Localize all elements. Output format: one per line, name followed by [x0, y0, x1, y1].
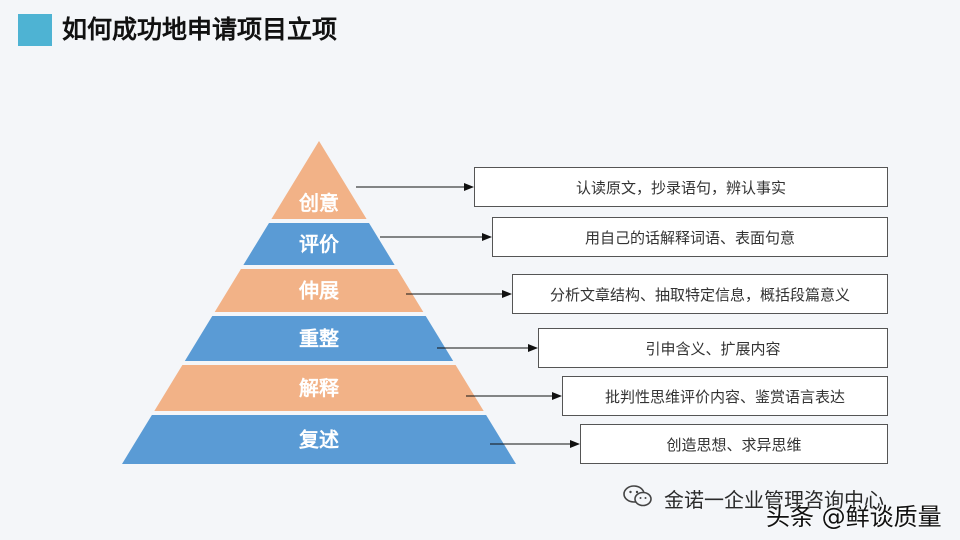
- description-box: 引申含义、扩展内容: [538, 328, 888, 368]
- pyramid-layer-3: [214, 269, 424, 312]
- title-accent-bar: [18, 14, 52, 46]
- description-box: 创造思想、求异思维: [580, 424, 888, 464]
- watermark-source: 头条 @鲜谈质量: [766, 503, 942, 531]
- pyramid-layer-6: [122, 415, 516, 464]
- pyramid-layer-label: 创意: [298, 191, 339, 215]
- pyramid-layer-label: 解释: [299, 376, 340, 400]
- pyramid-layer-label: 复述: [298, 428, 339, 452]
- page-title: 如何成功地申请项目立项: [62, 15, 338, 44]
- description-box: 批判性思维评价内容、鉴赏语言表达: [562, 376, 888, 416]
- pyramid-layer-2: [243, 223, 395, 265]
- description-box: 用自己的话解释词语、表面句意: [492, 217, 888, 257]
- description-box: 分析文章结构、抽取特定信息，概括段篇意义: [512, 274, 888, 314]
- pyramid-layer-5: [154, 365, 484, 411]
- pyramid-layer-1: [271, 141, 367, 219]
- pyramid-layer-4: [184, 316, 454, 361]
- pyramid-layer-label: 重整: [299, 327, 339, 351]
- watermark-org: 金诺一企业管理咨询中心: [664, 488, 884, 512]
- pyramid-layer-label: 伸展: [298, 279, 339, 303]
- wechat-icon: [623, 485, 652, 507]
- pyramid-layer-label: 评价: [299, 232, 340, 256]
- description-box: 认读原文，抄录语句，辨认事实: [474, 167, 888, 207]
